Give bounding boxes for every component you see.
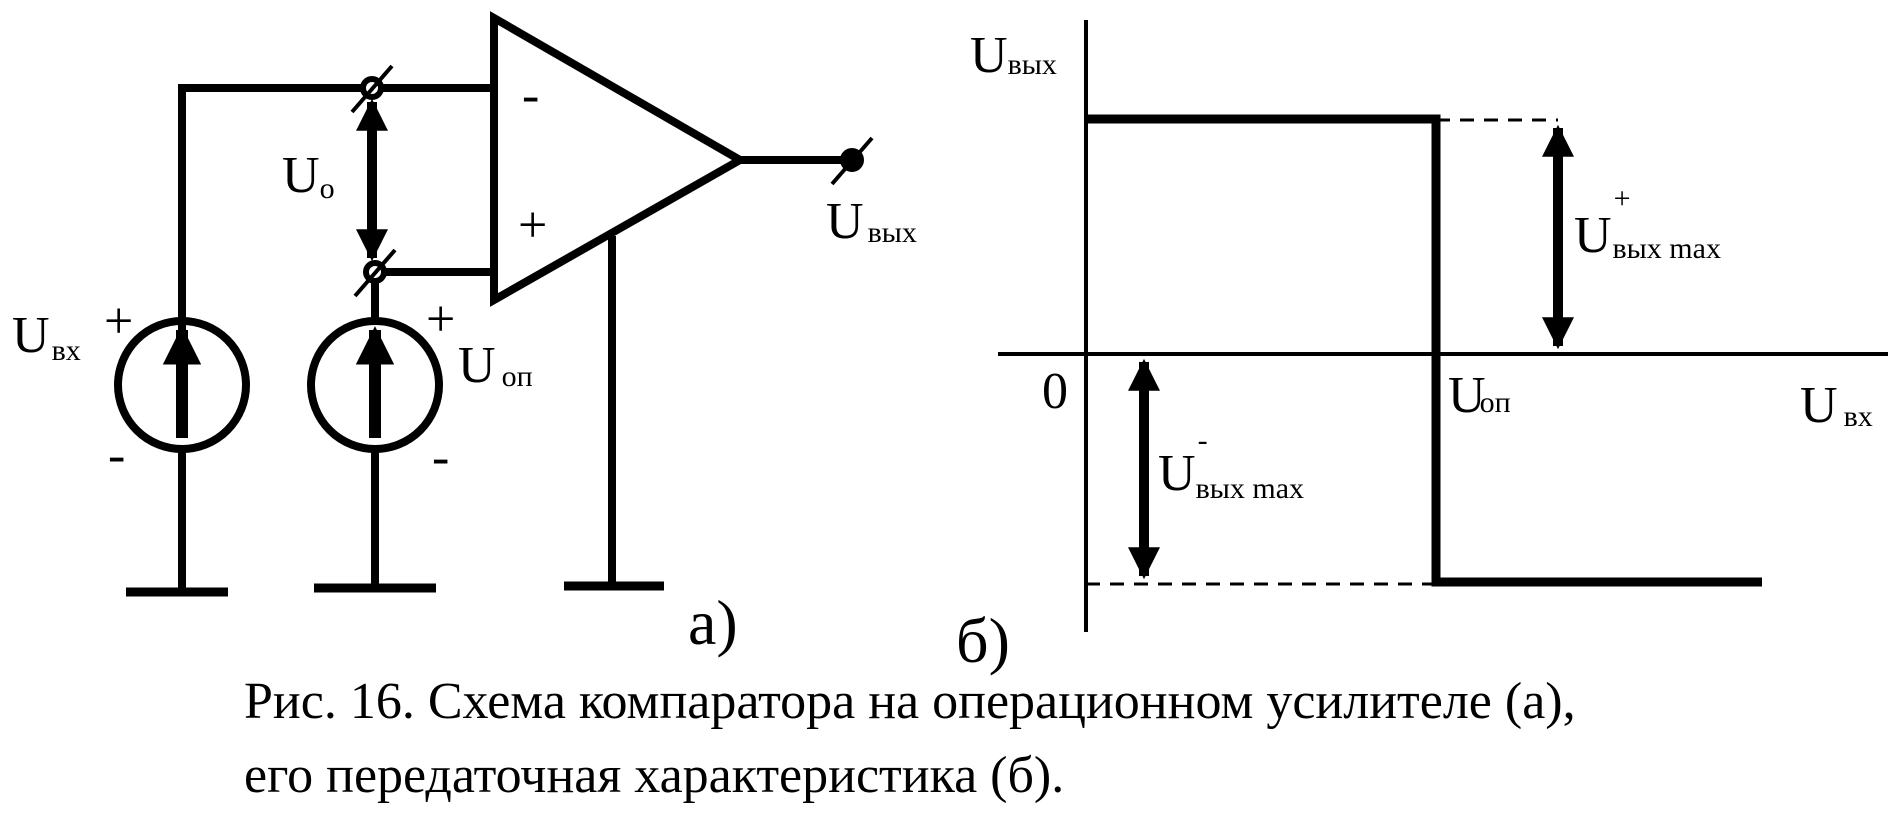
reference-voltage-source	[307, 317, 443, 453]
caption-line-1: Рис. 16. Схема компаратора на операционн…	[244, 673, 1576, 730]
op-amp-triangle	[490, 11, 749, 307]
terminal-output	[830, 136, 874, 186]
characteristic-curve	[1088, 114, 1762, 587]
y-axis-label: Uвых	[970, 27, 1057, 84]
inverting-input-wire	[178, 84, 498, 424]
uin-plus-sign: +	[104, 293, 133, 350]
inverting-input-sign: -	[522, 67, 539, 124]
u0-label: Uo	[282, 147, 335, 205]
caption-line-2: его передаточная характеристика (б).	[244, 747, 1064, 804]
uref-minus-sign: -	[432, 429, 449, 486]
uout-max-minus-label: U-вых max	[1158, 424, 1304, 505]
uout-max-plus-label: U+вых max	[1574, 182, 1721, 265]
circuit-label: а)	[688, 587, 738, 658]
uref-threshold-label: Uоп	[1448, 367, 1511, 424]
origin-label: 0	[1042, 363, 1068, 420]
terminal-noninverting	[353, 248, 397, 298]
uin-label: Uвх	[12, 307, 81, 367]
graph-label: б)	[956, 605, 1010, 676]
uin-minus-sign: -	[108, 427, 125, 484]
input-voltage-source	[114, 317, 250, 453]
noninverting-input-sign: +	[518, 197, 547, 254]
uref-plus-sign: +	[426, 291, 455, 348]
